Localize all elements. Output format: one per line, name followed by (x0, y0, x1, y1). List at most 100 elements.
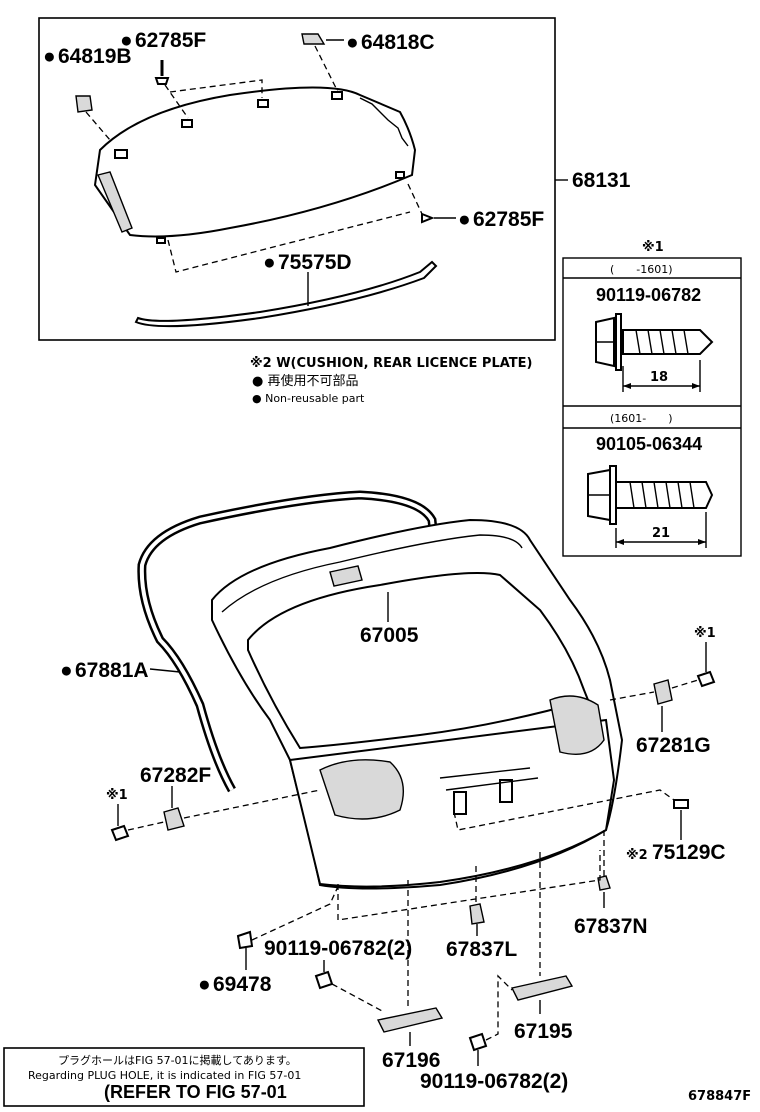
part-75129c[interactable]: 75129C (652, 841, 726, 864)
glass-subassembly-frame (38, 17, 556, 341)
bolt1-washer (615, 313, 622, 371)
bolt2-dim-arrow-l (616, 539, 624, 545)
stopper-67282f (163, 807, 185, 831)
bolt-row2-part[interactable]: 90105-06344 (596, 434, 702, 454)
footer-jp: プラグホールはFIG 57-01に掲載してあります。 (58, 1053, 297, 1067)
bolt1-thread (635, 329, 689, 355)
bolt2-shank (615, 481, 714, 509)
figure-id: 678847F (688, 1089, 751, 1104)
bolt-row1-part[interactable]: 90119-06782 (596, 285, 701, 305)
bolt-ref1-left (110, 824, 130, 842)
bolt2-dim: 21 (652, 526, 670, 541)
part-67282f[interactable]: 67282F (140, 764, 211, 787)
back-door-emblem-area (439, 767, 539, 791)
bolt-bottom-shape (468, 1032, 488, 1052)
dot-62785f-right: ● (458, 208, 471, 231)
plug-67837l (469, 903, 485, 925)
part-67281g[interactable]: 67281G (636, 734, 711, 757)
bolt-row1-range: ( -1601) (610, 263, 673, 276)
part-64818c[interactable]: 64818C (361, 31, 435, 54)
back-door-right-hinge (549, 695, 605, 755)
dash-67281g (609, 691, 655, 701)
bolt2-thread (629, 481, 695, 509)
glass-clip-1 (114, 149, 128, 159)
leader-67881a (149, 668, 181, 673)
stopper-67281g (653, 679, 673, 705)
back-door-top-bracket (329, 565, 363, 587)
part-67196[interactable]: 67196 (382, 1049, 440, 1072)
part-64819b[interactable]: 64819B (58, 45, 132, 68)
part-62785f-right[interactable]: 62785F (473, 208, 544, 231)
part-90119-bottom[interactable]: 90119-06782(2) (420, 1070, 568, 1093)
note-non-reusable-jp: ● 再使用不可部品 (252, 373, 358, 389)
note-cushion: ※2 W(CUSHION, REAR LICENCE PLATE) (250, 356, 532, 371)
bolt2-dim-arrow-r (698, 539, 706, 545)
dash-75129c (453, 789, 675, 831)
ref1-right: ※1 (694, 626, 716, 641)
bolt1-shank (622, 329, 714, 355)
bracket-67196 (376, 1007, 444, 1033)
glass-defogger-strip (97, 171, 133, 233)
hole-plug-69478 (236, 930, 254, 950)
bolt1-dim-arrow-l (623, 383, 631, 389)
part-67837n[interactable]: 67837N (574, 915, 648, 938)
dash-67282f-bolt (127, 821, 165, 831)
back-door-left-hinge (319, 759, 404, 820)
bolt1-dim-arrow-r (692, 383, 700, 389)
dot-69478: ● (198, 973, 211, 996)
part-67881a[interactable]: 67881A (75, 659, 149, 682)
glass-clip-3 (257, 99, 269, 108)
bolt2-flange (609, 465, 617, 525)
cushion-75129c (673, 799, 689, 809)
footer-en: Regarding PLUG HOLE, it is indicated in … (28, 1069, 301, 1082)
part-67837l[interactable]: 67837L (446, 938, 517, 961)
footer-refer[interactable]: (REFER TO FIG 57-01 (104, 1082, 287, 1102)
part-75575d[interactable]: 75575D (278, 251, 352, 274)
part-90119-lower[interactable]: 90119-06782(2) (264, 937, 412, 960)
part-62785f-top[interactable]: 62785F (135, 29, 206, 52)
bolt-row2-range: (1601- ) (610, 412, 673, 425)
footer-box (3, 1047, 365, 1107)
ref1-left: ※1 (106, 788, 128, 803)
dash-bolt-bottom (485, 974, 513, 1041)
weatherstrip-inner (139, 492, 438, 791)
glass-clip-5 (395, 171, 405, 179)
dash-bolt-lower (331, 983, 385, 1013)
licence-recess-left (453, 791, 467, 815)
bracket-64818c-shape (301, 33, 326, 45)
part-68131[interactable]: 68131 (572, 169, 631, 192)
licence-recess-right (499, 779, 513, 803)
dash-67281g-bolt (671, 679, 699, 689)
bracket-64819b-shape (75, 95, 93, 113)
bolt1-dim: 18 (650, 370, 668, 385)
bracket-67195 (510, 975, 574, 1001)
dot-64818c: ● (346, 31, 359, 54)
glass-edge-clips (359, 97, 409, 147)
leader-62785f-right (407, 183, 423, 215)
part-67005[interactable]: 67005 (360, 624, 419, 647)
leader-64818c-dash (314, 45, 339, 93)
dot-64819b: ● (43, 45, 56, 68)
part-69478[interactable]: 69478 (213, 973, 272, 996)
note-non-reusable-en: ● Non-reusable part (252, 392, 365, 405)
leader-62785f-top (164, 84, 189, 119)
part-67195[interactable]: 67195 (514, 1020, 573, 1043)
dot-75575d: ● (263, 251, 276, 274)
glass-clip-6 (156, 237, 166, 244)
dot-67881a: ● (60, 659, 73, 682)
bolt-lower-shape (314, 970, 334, 990)
bolt-table-header: ※1 (642, 240, 664, 255)
back-door-upper-rail (221, 534, 523, 613)
dash-67282f (183, 789, 321, 819)
dash-69478 (251, 881, 341, 941)
clip-62785f-right-shape (421, 212, 435, 224)
leader-64819b (85, 111, 111, 141)
bolt-ref1-right (696, 670, 716, 688)
glass-moulding (134, 260, 438, 328)
clip-62785f-top-base (154, 77, 170, 85)
glass-clip-2 (181, 119, 193, 128)
dot-62785f-top: ● (120, 29, 133, 52)
glass-clip-4 (331, 91, 343, 100)
dash-top-clips (169, 79, 263, 98)
ref2-75129c: ※2 (626, 848, 648, 863)
